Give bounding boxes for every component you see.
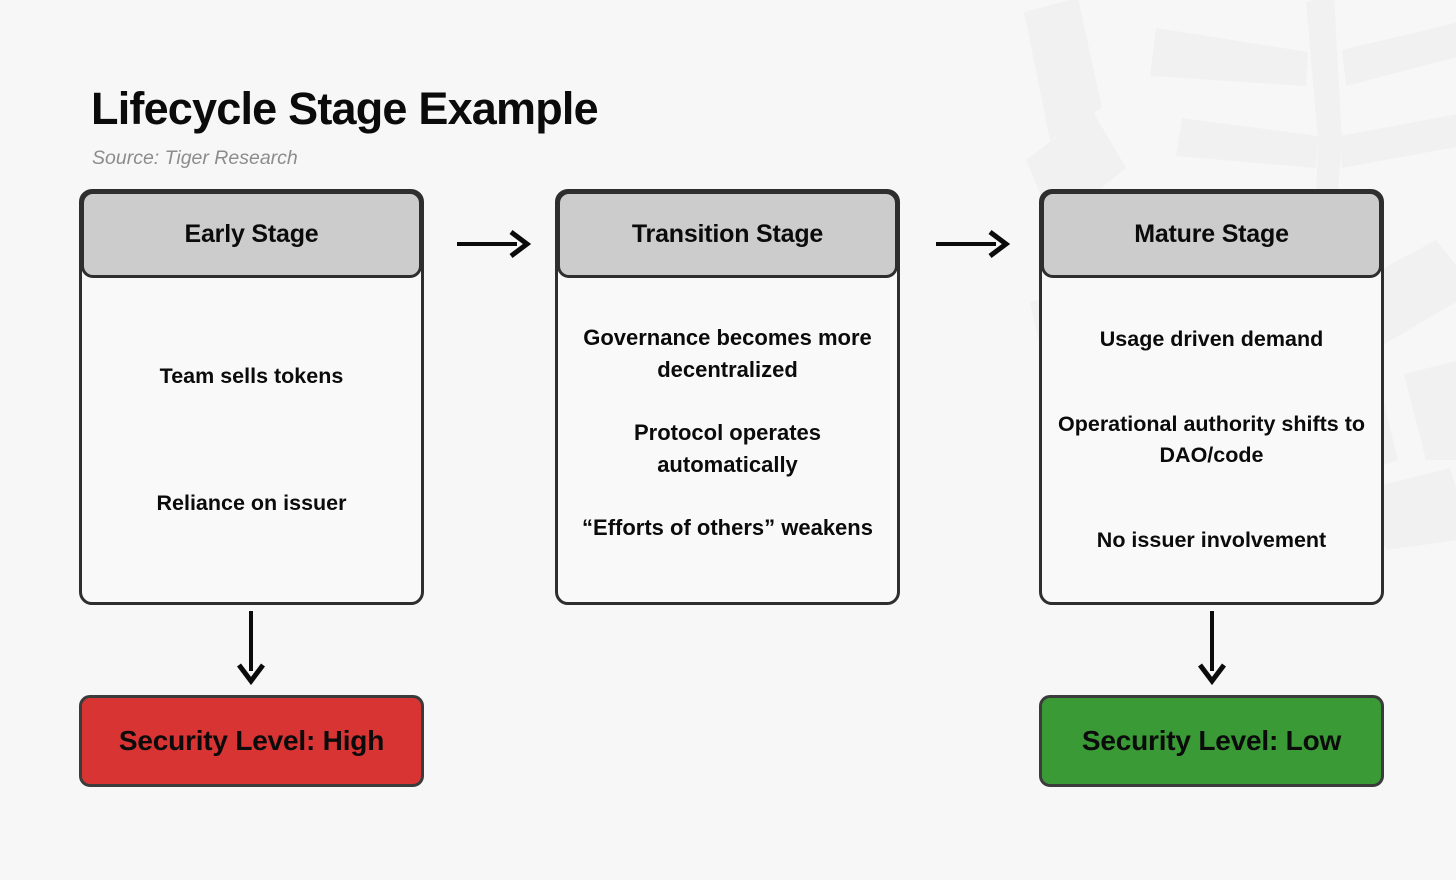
stage-item: Protocol operates automatically [633,420,822,477]
status-badge-label: Security Level: High [118,725,385,756]
stage-item: Team sells tokens [159,364,344,389]
status-badge-security-high[interactable]: Security Level: High [79,695,424,787]
stage-item: Usage driven demand [1099,326,1324,351]
stage-item: No issuer involvement [1096,528,1327,553]
stage-item: Operational authority shifts to DAO/code [1058,411,1365,467]
page-title: Lifecycle Stage Example [91,83,599,134]
stage-body-mature: Usage driven demand Operational authorit… [1042,278,1381,602]
arrow-down-icon [237,611,265,686]
arrow-down-icon [1198,611,1226,686]
stage-title-early: Early Stage [184,220,319,248]
status-badge-label: Security Level: Low [1081,725,1342,756]
stage-title-transition: Transition Stage [631,220,824,248]
arrow-right-icon [457,230,532,258]
stage-body-early: Team sells tokens Reliance on issuer [82,278,421,602]
stage-header-early: Early Stage [81,191,422,278]
stage-header-transition: Transition Stage [557,191,898,278]
stage-card-early[interactable]: Early Stage Team sells tokens Reliance o… [79,189,424,605]
status-badge-security-low[interactable]: Security Level: Low [1039,695,1384,787]
stage-body-transition: Governance becomes more decentralized Pr… [558,278,897,602]
stage-title-mature: Mature Stage [1134,220,1289,248]
stage-item: “Efforts of others” weakens [582,514,873,540]
stage-card-transition[interactable]: Transition Stage Governance becomes more… [555,189,900,605]
arrow-right-icon [936,230,1011,258]
stage-item: Reliance on issuer [156,490,347,515]
stage-item: Governance becomes more decentralized [583,325,872,383]
source-attribution: Source: Tiger Research [92,147,298,169]
stage-card-mature[interactable]: Mature Stage Usage driven demand Operati… [1039,189,1384,605]
stage-header-mature: Mature Stage [1041,191,1382,278]
